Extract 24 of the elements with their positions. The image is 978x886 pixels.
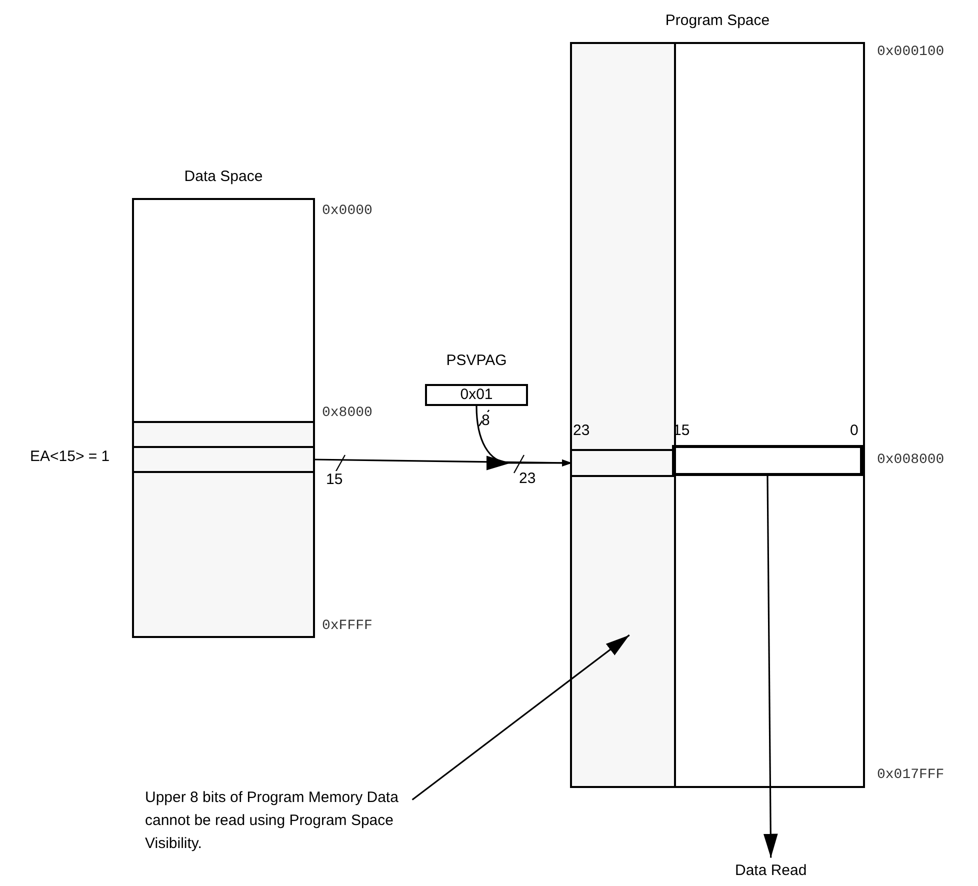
address-label: 0x8000 <box>322 405 372 421</box>
memory-word <box>672 445 863 476</box>
address-label: 0x0000 <box>322 203 372 219</box>
arrow <box>412 634 630 800</box>
register-value: 0x01 <box>425 384 528 406</box>
arrow <box>476 406 572 470</box>
block-title: Data Space <box>183 168 264 185</box>
bus-width-label: 23 <box>519 470 536 487</box>
bit-label: 0 <box>850 422 858 439</box>
address-label: 0x008000 <box>877 452 944 468</box>
address-label: 0x017FFF <box>877 767 944 783</box>
signal-label: EA<15> = 1 <box>30 448 110 465</box>
note-text: Upper 8 bits of Program Memory Data cannot be read using Program Space Visibility. <box>145 786 415 855</box>
register-name: PSVPAG <box>445 352 508 369</box>
bit-label: 23 <box>573 422 590 439</box>
bus-width-label: 15 <box>326 470 343 488</box>
arrow <box>763 476 778 858</box>
memory-column <box>570 42 676 788</box>
address-label: 0x000100 <box>877 44 944 60</box>
block-title: Program Space <box>664 12 771 29</box>
memory-row <box>134 446 313 473</box>
output-label: Data Read <box>735 862 807 879</box>
memory-row <box>572 449 674 477</box>
address-label: 0xFFFF <box>322 618 372 634</box>
